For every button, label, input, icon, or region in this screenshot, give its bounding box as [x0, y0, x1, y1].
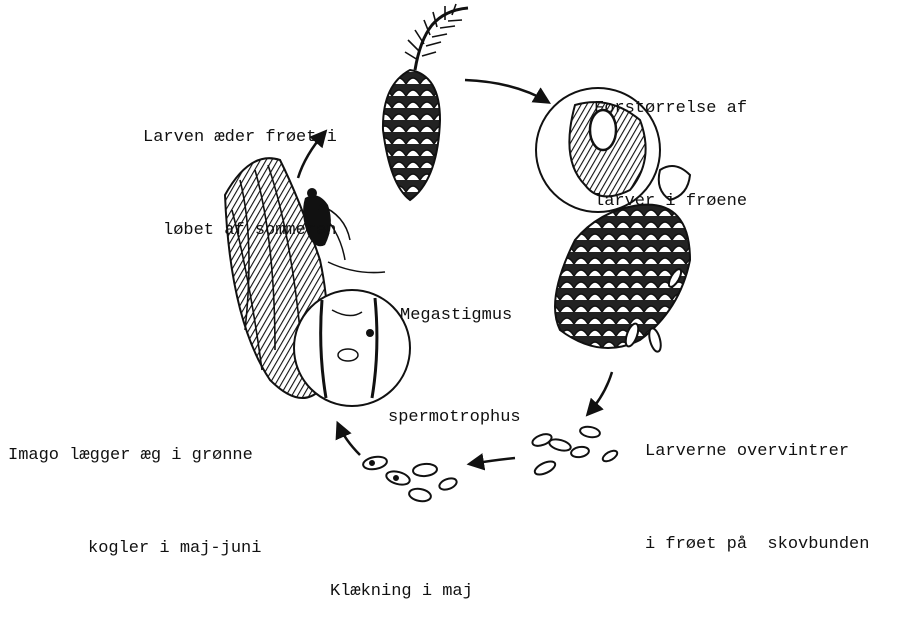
arrow-feeding-to-magnification	[465, 80, 548, 102]
label-hatching: Klækning i maj	[330, 514, 473, 638]
label-species: Megastigmus spermotrophus	[388, 238, 521, 464]
label-magnification: Forstørrelse af larver i frøene	[594, 31, 747, 248]
label-line: larver i frøene	[594, 186, 747, 217]
label-line: Larverne overvintrer	[645, 436, 869, 467]
label-larva-feeding: Larven æder frøet i løbet af sommeren	[143, 60, 337, 277]
label-line: Larven æder frøet i	[143, 122, 337, 153]
label-line: Klækning i maj	[330, 576, 473, 607]
label-overwinter: Larverne overvintrer i frøet på skovbund…	[645, 374, 869, 591]
arrow-cone-to-overwinter	[588, 372, 612, 414]
label-line: kogler i maj-juni	[8, 533, 261, 564]
arrow-hatching-to-oviposition	[338, 424, 360, 455]
label-oviposition: Imago lægger æg i grønne kogler i maj-ju…	[8, 378, 261, 595]
label-line: Imago lægger æg i grønne	[8, 440, 261, 471]
label-line: Megastigmus	[388, 300, 521, 331]
label-line: løbet af sommeren	[143, 215, 337, 246]
label-line: spermotrophus	[388, 402, 521, 433]
label-line: Forstørrelse af	[594, 93, 747, 124]
label-line: i frøet på skovbunden	[645, 529, 869, 560]
green-cone-illustration	[383, 4, 468, 200]
fallen-seeds-illustration	[531, 425, 619, 477]
life-cycle-diagram: Larven æder frøet i løbet af sommeren Fo…	[0, 0, 909, 544]
